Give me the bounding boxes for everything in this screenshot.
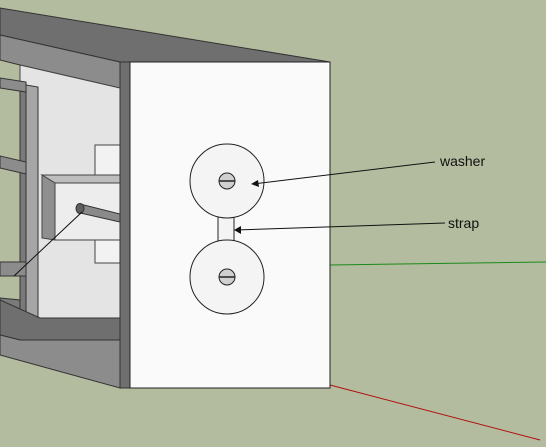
red-axis-line xyxy=(329,384,541,441)
panel-edge xyxy=(119,61,131,389)
side-bar-lower xyxy=(0,261,27,277)
clamp-block-side xyxy=(41,174,56,241)
washer-label: washer xyxy=(439,153,485,169)
clamp-top-tab xyxy=(94,144,121,178)
screw-upper-icon xyxy=(218,172,236,190)
frame-post-left-shadow xyxy=(19,83,27,325)
side-bar-middle xyxy=(0,155,27,175)
strap-label: strap xyxy=(448,215,479,231)
side-bar-upper xyxy=(0,77,27,93)
green-axis-line xyxy=(329,261,546,266)
washer-leader-line xyxy=(252,161,436,185)
washer-arrow-head-icon xyxy=(251,180,259,187)
screw-lower-icon xyxy=(218,268,236,286)
strap-leader-line xyxy=(234,222,446,231)
strap-arrow-head-icon xyxy=(234,226,241,234)
frame-post-left xyxy=(25,84,39,323)
rod-leader-line xyxy=(13,211,83,277)
threaded-rod-end xyxy=(75,203,85,214)
